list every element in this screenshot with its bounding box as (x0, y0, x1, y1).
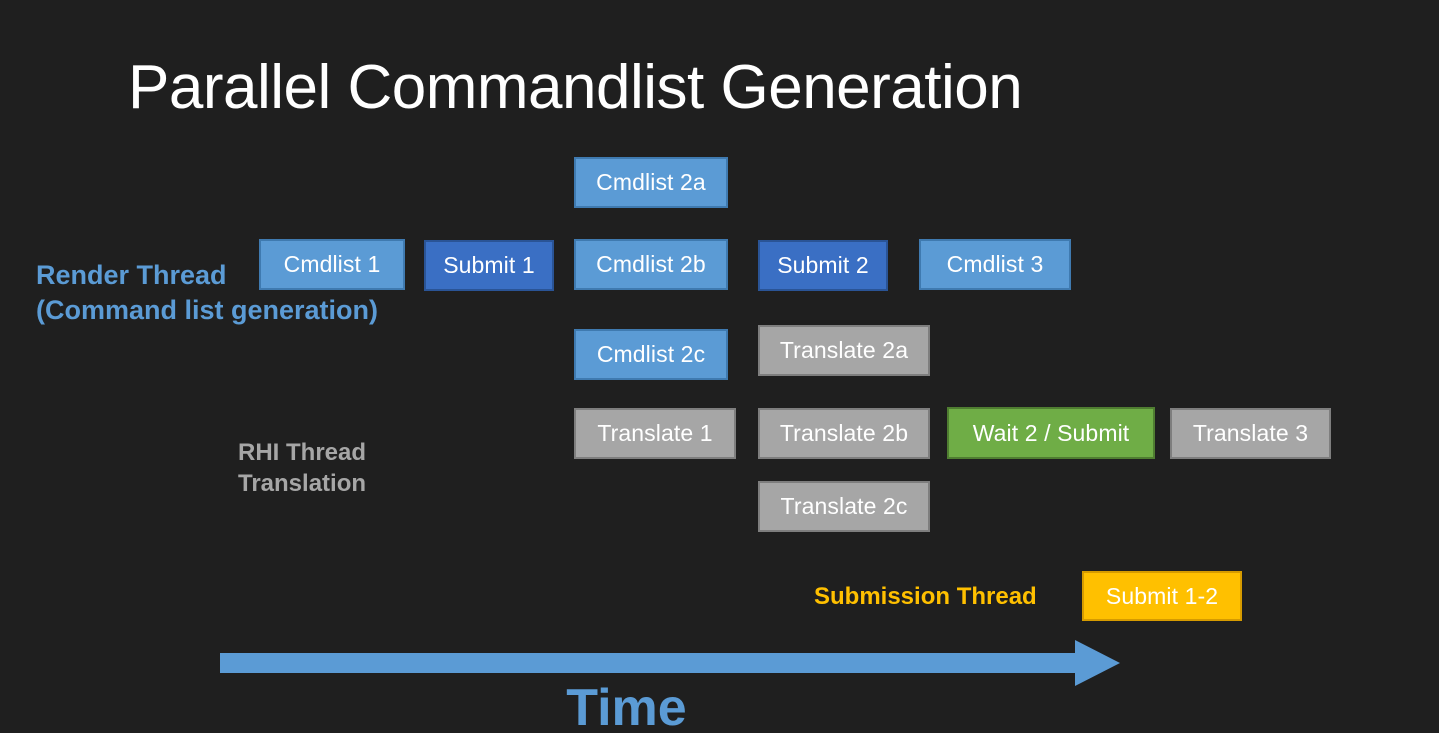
rhi-thread-line2: Translation (238, 469, 367, 497)
task-box-submit-1[interactable]: Submit 1 (424, 240, 554, 291)
time-axis-arrow (220, 640, 1120, 686)
render-thread-line2: (Command list generation) (36, 294, 379, 325)
lane-label-rhi-thread: RHI Thread Translation (238, 438, 366, 499)
task-box-translate-2b[interactable]: Translate 2b (758, 408, 930, 459)
task-box-cmdlist-3[interactable]: Cmdlist 3 (919, 239, 1071, 290)
task-box-translate-1[interactable]: Translate 1 (574, 408, 736, 459)
task-box-submit-1-2[interactable]: Submit 1-2 (1082, 571, 1242, 621)
task-box-translate-2a[interactable]: Translate 2a (758, 325, 930, 376)
task-box-translate-2c[interactable]: Translate 2c (758, 481, 930, 532)
rhi-thread-line1: RHI Thread (238, 439, 367, 466)
task-box-submit-2[interactable]: Submit 2 (758, 240, 888, 291)
task-box-translate-3[interactable]: Translate 3 (1170, 408, 1331, 459)
task-box-wait-2-submit[interactable]: Wait 2 / Submit (947, 407, 1155, 459)
time-axis-label: Time (0, 678, 1439, 733)
page-title: Parallel Commandlist Generation (128, 53, 1023, 122)
task-box-cmdlist-1[interactable]: Cmdlist 1 (259, 239, 405, 290)
lane-label-submission-thread: Submission Thread (814, 583, 1037, 610)
task-box-cmdlist-2a[interactable]: Cmdlist 2a (574, 157, 728, 208)
task-box-cmdlist-2b[interactable]: Cmdlist 2b (574, 239, 728, 290)
task-box-cmdlist-2c[interactable]: Cmdlist 2c (574, 329, 728, 380)
time-axis-label-text: Time (566, 679, 687, 733)
lane-label-render-thread: Render Thread (Command list generation) (36, 258, 378, 327)
render-thread-line1: Render Thread (36, 260, 227, 290)
